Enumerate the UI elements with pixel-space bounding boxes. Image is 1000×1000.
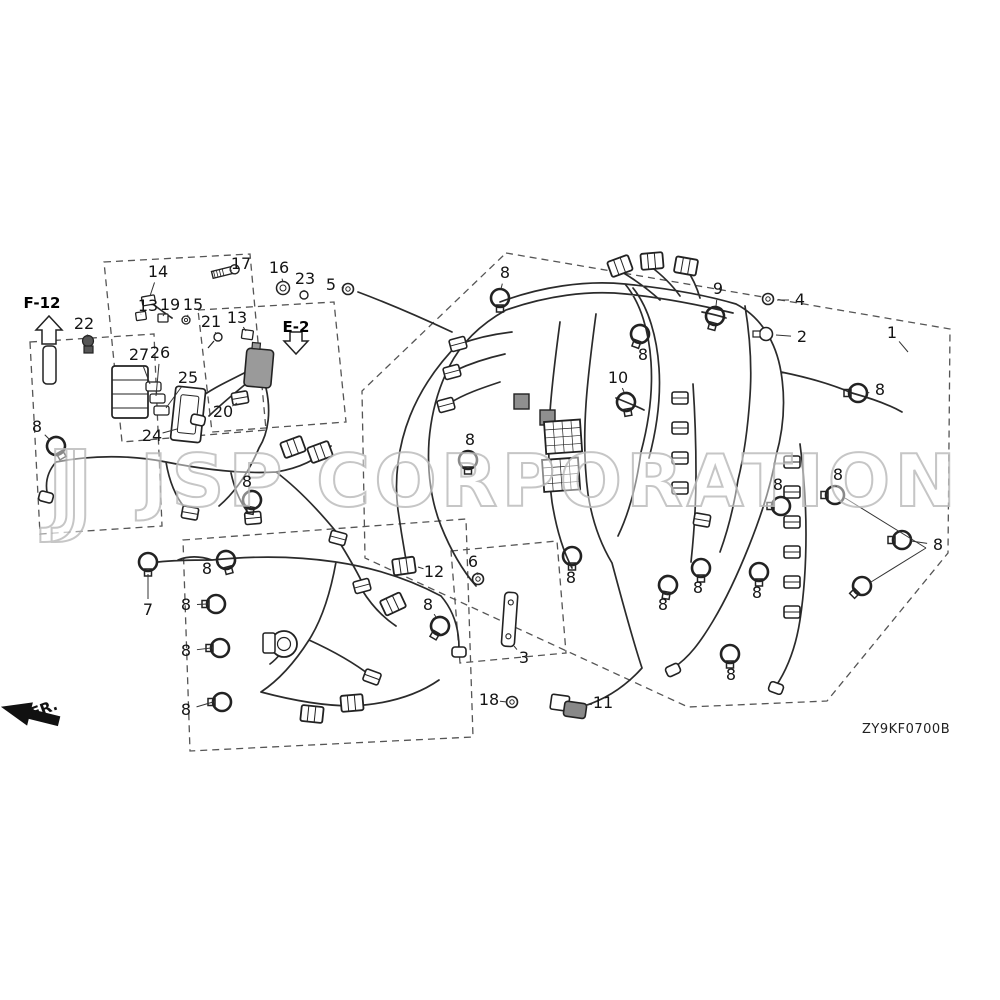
watermark-logo: JJ [40,429,85,546]
fr-arrow-icon [0,702,61,727]
watermark: JJ JSP CORPORATION [39,428,960,547]
dashed-region-switch-panel-b [197,301,347,433]
dashed-region-left [29,333,163,535]
harness-wires [45,265,903,707]
e2-arrow-icon [282,331,310,356]
harness-clamps [42,287,927,713]
diagram-code: ZY9KF0700B [862,722,951,737]
dashed-region-switch-panel-a [103,253,267,443]
f12-arrow-icon [34,314,64,345]
watermark-text: JSP CORPORATION [135,439,960,523]
dashed-region-clamps [182,518,474,752]
